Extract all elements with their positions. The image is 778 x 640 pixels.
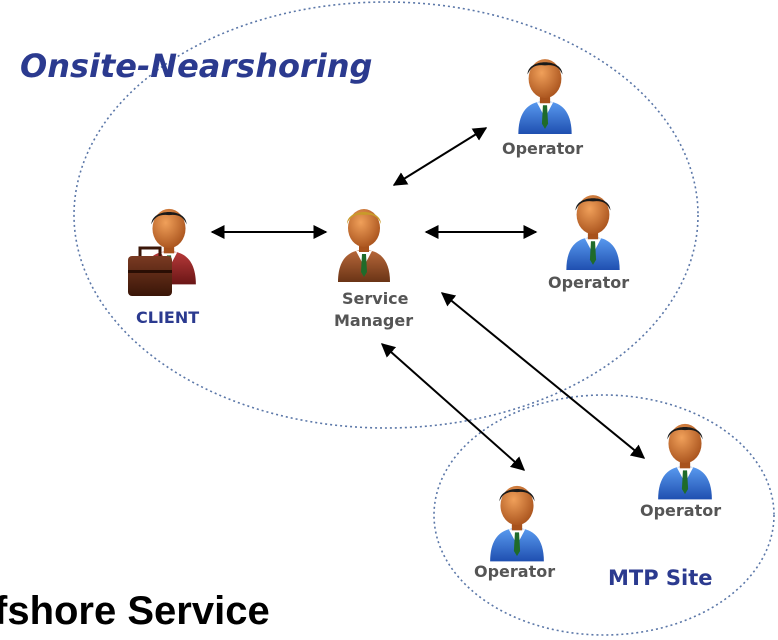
arrow-manager-operator-mtp-left (380, 343, 526, 471)
arrow-manager-operator-mtp-right (440, 292, 646, 459)
client-icon (128, 208, 196, 296)
operator-mtp-left-icon (490, 485, 544, 562)
offshore-service-caption: fshore Service (0, 589, 270, 633)
mtp-site-boundary (433, 394, 775, 636)
client-label: CLIENT (136, 308, 200, 327)
operator-mtp-right-label: Operator (640, 501, 722, 520)
service-manager-label-line2: Manager (334, 311, 414, 330)
operator-middle-icon (566, 195, 620, 270)
service-manager-label-line1: Service (342, 289, 409, 308)
operator-mtp-right-icon (658, 423, 712, 500)
operator-top-label: Operator (502, 139, 584, 158)
operator-mtp-left-label: Operator (474, 562, 556, 581)
diagram-title: Onsite-Nearshoring (20, 47, 373, 85)
operator-top-icon (518, 59, 572, 134)
operator-middle-label: Operator (548, 273, 630, 292)
service-manager-icon (338, 209, 390, 282)
arrow-manager-operator-top (392, 127, 488, 186)
mtp-site-label: MTP Site (608, 566, 713, 590)
